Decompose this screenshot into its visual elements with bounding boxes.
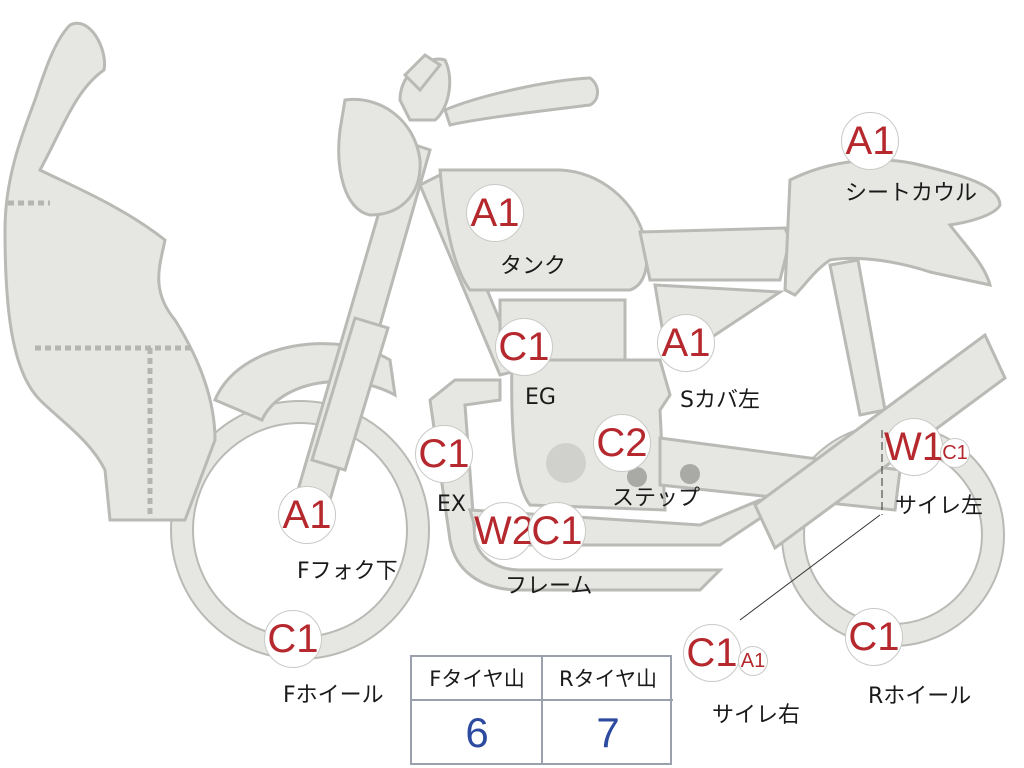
marker-label: EG [525, 385, 556, 410]
marker-code-secondary: C1 [940, 438, 970, 468]
marker-code: C1 [415, 425, 473, 483]
marker-label: Rホイール [868, 684, 972, 709]
front-tire-header: Fタイヤ山 [412, 657, 542, 701]
marker-code: C2 [593, 414, 651, 472]
marker-code-secondary: A1 [738, 646, 768, 676]
marker-code: A1 [841, 112, 899, 170]
marker-code-secondary: C1 [528, 502, 586, 560]
marker-code: A1 [657, 314, 715, 372]
marker-label: EX [437, 492, 466, 517]
fairing-shape [3, 21, 217, 522]
marker-code: C1 [845, 608, 903, 666]
marker-label: Sカバ左 [680, 388, 760, 413]
front-fork-lower-shape [310, 316, 390, 472]
silencer-shape [753, 332, 1007, 551]
marker-label: フレーム [505, 574, 593, 599]
marker-code: C1 [264, 610, 322, 668]
marker-code: C1 [495, 318, 553, 376]
marker-code: A1 [278, 486, 336, 544]
marker-label: サイレ右 [712, 703, 801, 728]
tire-tread-table: Fタイヤ山 Rタイヤ山 6 7 [410, 655, 673, 765]
headlight-shape [337, 97, 422, 217]
footpeg-left [627, 467, 647, 487]
marker-code: W1 [884, 418, 944, 476]
seat-shape [638, 226, 792, 282]
rear-tire-value: 7 [596, 709, 620, 756]
leader-line [739, 514, 881, 621]
rear-tire-header: Rタイヤ山 [543, 657, 673, 701]
table-divider [541, 657, 543, 763]
marker-label: Fホイール [283, 683, 384, 708]
front-tire-value: 6 [465, 709, 489, 756]
marker-label: サイレ左 [895, 494, 984, 519]
footpeg-right [680, 464, 700, 484]
marker-label: タンク [500, 254, 567, 279]
marker-label: シートカウル [845, 181, 978, 206]
marker-code: W2 [474, 502, 534, 560]
marker-code: A1 [466, 184, 524, 242]
marker-label: ステップ [612, 486, 701, 511]
marker-label: Fフォク下 [297, 559, 398, 584]
marker-code: C1 [683, 624, 741, 682]
seat-cowl-shape [783, 158, 1002, 297]
